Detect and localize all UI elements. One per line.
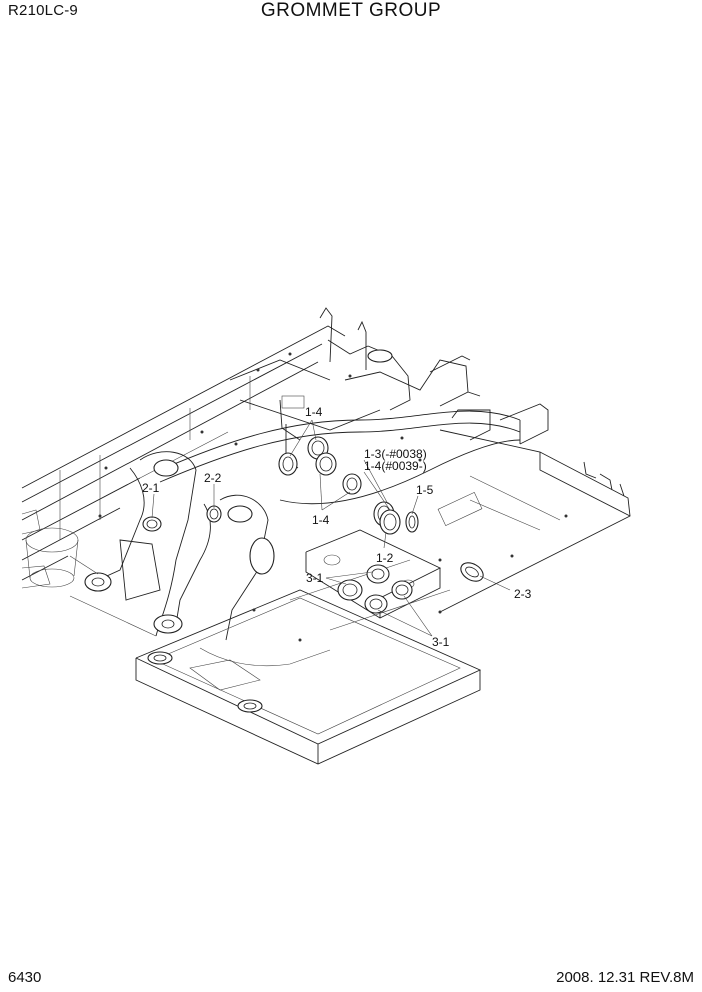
right-side-frame <box>437 429 631 613</box>
callout-3-1-left: 3-1 <box>306 571 324 585</box>
fastener-dots <box>98 352 568 642</box>
callout-2-1: 2-1 <box>142 481 160 495</box>
revision-date: 2008. 12.31 REV.8M <box>556 969 694 986</box>
lower-frame <box>135 559 482 765</box>
grommets <box>142 436 484 614</box>
left-side-frame <box>21 325 346 589</box>
top-cross-members <box>229 307 549 469</box>
callout-1-2: 1-2 <box>376 551 394 565</box>
hose-lines <box>159 410 521 505</box>
callout-labels: 1-4 1-3(-#0038) 1-4(#0039-) 1-5 2-1 2-2 … <box>142 405 532 649</box>
leader-lines <box>151 419 511 637</box>
callout-1-4-serial: 1-4(#0039-) <box>364 459 427 473</box>
callout-1-3: 1-3(-#0038) <box>364 447 427 461</box>
model-code: R210LC-9 <box>8 2 78 19</box>
boom-foot-brackets <box>69 451 275 641</box>
page-title: GROMMET GROUP <box>260 0 442 21</box>
callout-1-4-lower: 1-4 <box>312 513 330 527</box>
page-number: 6430 <box>8 969 42 986</box>
callout-1-4-top: 1-4 <box>305 405 323 419</box>
callout-1-5: 1-5 <box>416 483 434 497</box>
callout-2-2: 2-2 <box>204 471 222 485</box>
callout-2-3: 2-3 <box>514 587 532 601</box>
callout-3-1-lower: 3-1 <box>432 635 450 649</box>
